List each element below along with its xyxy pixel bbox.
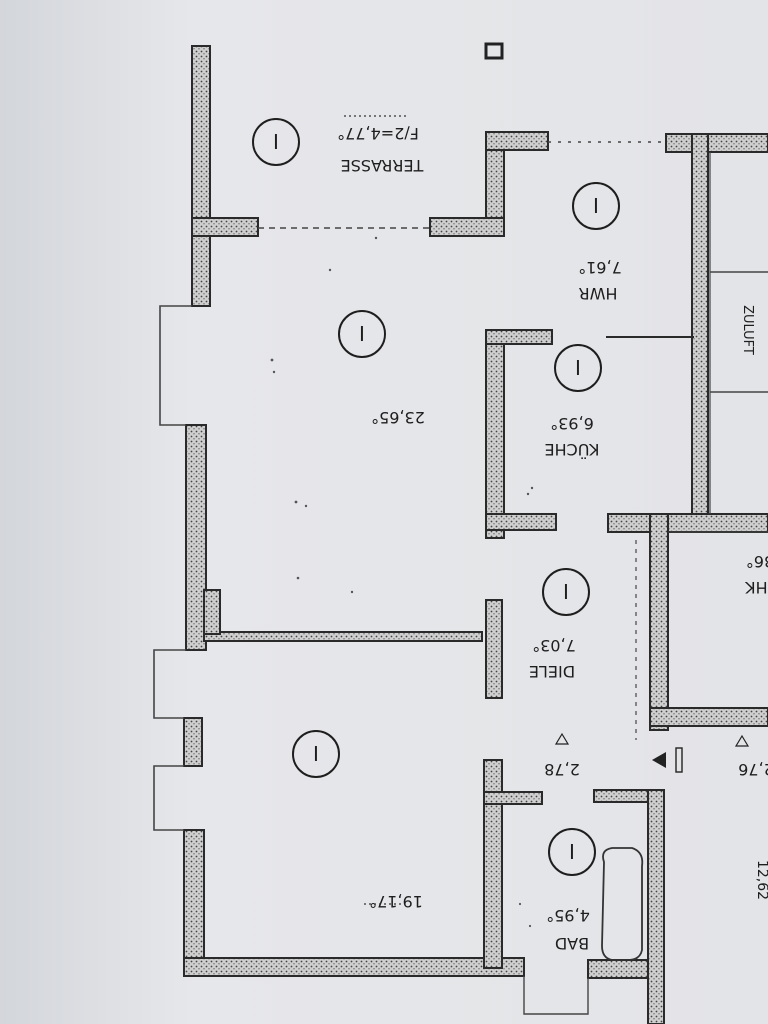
label-zuluft: ZULUFT [740,305,755,355]
room-tag-hwr: I [593,194,599,218]
wall-terrace-l-top [485,131,549,151]
wall-partition [203,631,483,642]
room-area-wohnen: 23,65° [371,408,425,427]
wall-terrace-stub [191,217,259,237]
wall-top-right [665,133,768,153]
room-tags [252,118,620,876]
label-waschk: WASCHK [745,578,768,597]
room-name-kueche: KÜCHE [544,440,599,459]
arrow-marker-icon [652,752,666,768]
room-tag-text: I I I I I I I [273,130,599,864]
square-marker-icon [484,42,504,60]
wall-partition-jamb [203,589,221,635]
markers [484,42,750,773]
room-area-zimmer: 19,17° [369,892,423,911]
window-bay-bedroom-upper [153,649,186,719]
room-tag-zimmer-circle [292,730,340,778]
room-labels: TERRASSE F/2=4,77° 23,65° HWR 7,61° KÜCH… [337,124,768,953]
bathtub [601,847,644,961]
height-left: 2,78 [544,760,580,779]
wall-kitchen-bottom [485,513,557,531]
room-tag-bad-circle [548,828,596,876]
room-tag-wohnen-circle [338,310,386,358]
room-name-hwr: HWR [579,284,618,303]
room-tag-bad: I [569,840,575,864]
wall-diele-stub [485,599,503,699]
wall-terrace-l-bottom [429,217,505,237]
dim-edge: 12,62 [754,860,768,900]
wall-kitchen-left [485,329,505,539]
label-waschk-area: 36° [746,552,768,571]
wall-kitchen-top [485,329,553,345]
room-name-bad: BAD [555,934,589,953]
wall-wash-bottom [649,707,768,727]
room-area-bad: 4,95° [546,906,590,925]
room-tag-kueche: I [575,356,581,380]
wall-bath-top-left [483,791,543,805]
room-area-diele: 7,03° [532,636,576,655]
wall-bath-right [647,789,665,1024]
wall-left-top [191,45,211,307]
room-tag-terrasse: I [273,130,279,154]
height-right: 2,76 [738,760,768,779]
scan-specks [270,236,534,928]
wall-wash-left [649,513,669,731]
room-tag-hwr-circle [572,182,620,230]
wall-left-mid [185,424,207,651]
walls [183,45,768,1024]
wall-bath-left [483,759,503,969]
room-name-terrasse: TERRASSE [341,156,425,175]
room-area-terrasse: F/2=4,77° [337,124,419,143]
wall-left-bottom [183,829,205,976]
wall-left-pier [183,717,203,767]
thin-lines [153,141,768,1015]
room-tag-zimmer: I [313,742,319,766]
wall-right-vertical [691,133,709,517]
value-underlines [344,115,408,905]
wall-wash-top [607,513,768,533]
window-bay-bedroom-lower [153,765,184,831]
room-tag-terrasse-circle [252,118,300,166]
window-bay-living [159,305,192,426]
room-area-hwr: 7,61° [578,258,622,277]
room-area-kueche: 6,93° [550,414,594,433]
room-tag-wohnen: I [359,322,365,346]
room-tag-diele: I [563,580,569,604]
room-name-diele: DIELE [529,662,575,681]
room-tag-diele-circle [542,568,590,616]
room-tag-kueche-circle [554,344,602,392]
wall-bottom [183,957,525,977]
